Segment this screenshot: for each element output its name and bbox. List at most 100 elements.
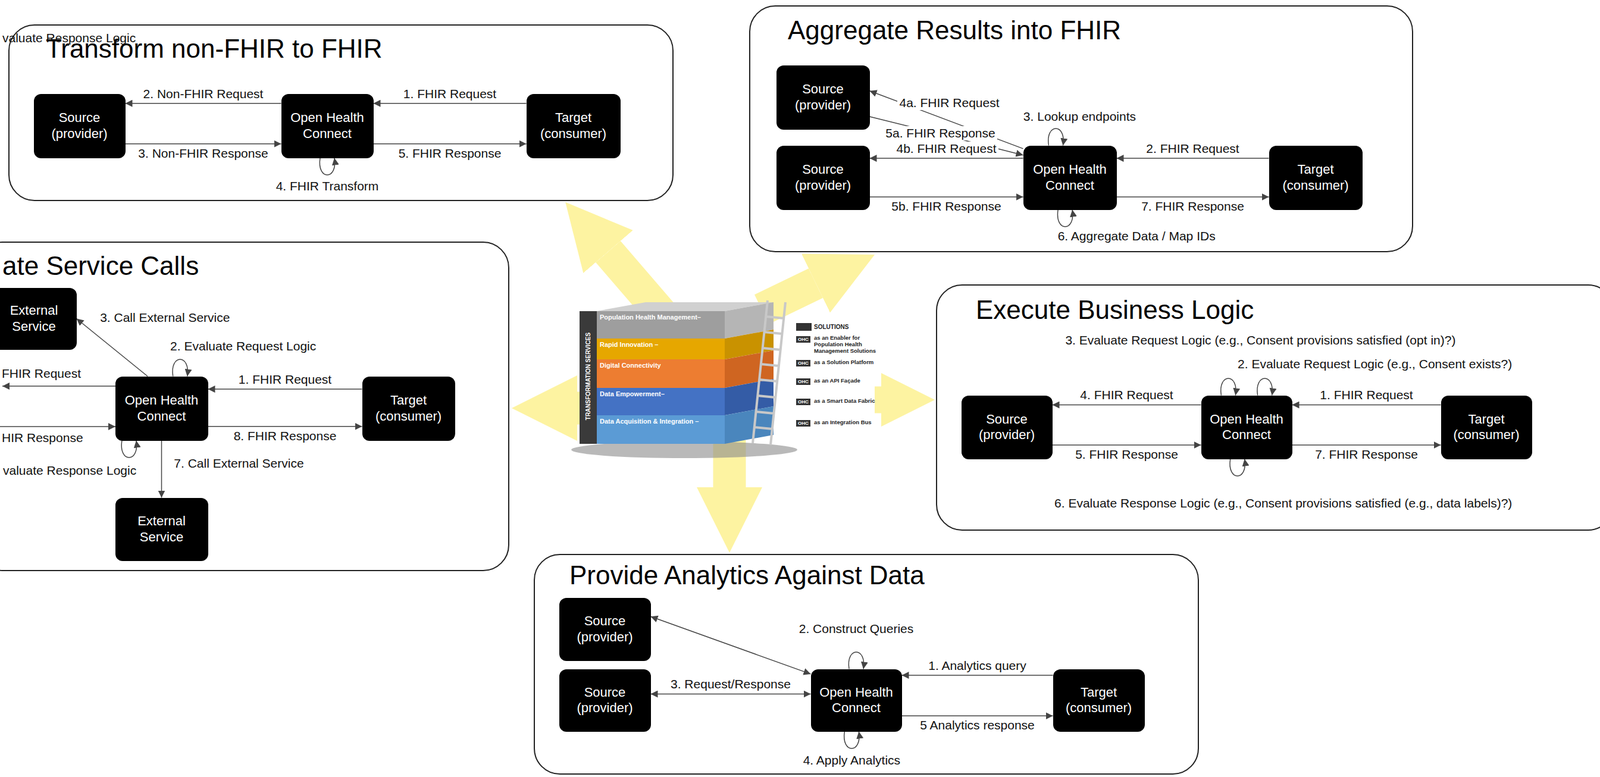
- box-text: Source (provider): [780, 161, 867, 194]
- process-box: Target (consumer): [1441, 395, 1533, 460]
- edge-label: 3. Call External Service: [98, 310, 232, 325]
- box-text: Source (provider): [780, 81, 867, 114]
- box-text: Target (consumer): [1444, 411, 1529, 444]
- panel-title: Provide Analytics Against Data: [569, 560, 925, 591]
- box-text: Open Health Connect: [119, 392, 205, 425]
- ohc-badge: OHC: [796, 378, 811, 385]
- edge-label: 2. Non-FHIR Request: [141, 86, 266, 102]
- process-box: Open Health Connect: [1023, 145, 1117, 211]
- process-box: External Service: [0, 287, 77, 350]
- edge-label: 1. FHIR Request: [1317, 387, 1415, 403]
- self-loop: [1057, 210, 1073, 228]
- connector: [125, 102, 282, 105]
- label-text: HIR Response: [1, 430, 84, 446]
- box-text: Source (provider): [965, 411, 1050, 444]
- stack-illustration: [571, 300, 812, 459]
- edge-label: 2. Evaluate Request Logic: [168, 339, 318, 354]
- process-box: Source (provider): [961, 395, 1053, 460]
- box-text: Target (consumer): [1056, 684, 1142, 717]
- edge-label: 3. Evaluate Request Logic (e.g., Consent…: [1063, 333, 1458, 348]
- ohc-badge: OHC: [796, 420, 811, 427]
- label-text: FHIR Request: [1, 366, 81, 381]
- box-text: External Service: [119, 513, 205, 546]
- self-loop: [172, 359, 188, 377]
- self-loop: [121, 440, 137, 459]
- edge-label: 4. Apply Analytics: [801, 753, 903, 768]
- scenario-panel: Provide Analytics Against DataSource (pr…: [533, 553, 1199, 775]
- box-text: Target (consumer): [365, 392, 452, 425]
- self-loop: [1257, 378, 1273, 396]
- offpage-wires: [0, 386, 116, 427]
- process-box: Source (provider): [33, 94, 126, 159]
- edge-label: 6. Evaluate Response Logic (e.g., Consen…: [1052, 496, 1514, 511]
- connector: [902, 674, 1054, 676]
- edge-label: 2. FHIR Request: [1144, 141, 1241, 156]
- connector: [902, 715, 1054, 717]
- label-text: as an Integration Bus: [813, 419, 879, 427]
- process-box: Open Health Connect: [281, 94, 374, 159]
- box-text: Target (consumer): [1272, 161, 1360, 194]
- connector: [125, 143, 282, 145]
- edge-label: 6. Aggregate Data / Map IDs: [1056, 229, 1218, 244]
- edge-label: 8. FHIR Response: [232, 429, 339, 444]
- process-box: Source (provider): [776, 145, 870, 211]
- connector: [208, 426, 363, 428]
- edge-label: 5a. FHIR Response: [883, 126, 997, 141]
- box-text: Open Health Connect: [814, 684, 899, 717]
- band-title: Rapid Innovation –: [599, 340, 659, 349]
- label-text: SOLUTIONS: [813, 323, 849, 331]
- edge-label: 1. FHIR Request: [236, 372, 334, 387]
- edge-label: valuate Response Logic: [1, 463, 139, 478]
- edge-label: 3. Non-FHIR Response: [136, 146, 270, 161]
- connector: [1116, 157, 1270, 159]
- box-text: Source (provider): [562, 613, 648, 645]
- connector: [373, 102, 527, 105]
- connector: [869, 157, 1024, 159]
- process-box: Source (provider): [559, 597, 651, 662]
- process-box: Source (provider): [776, 65, 870, 130]
- self-loop: [844, 731, 860, 750]
- self-loop: [848, 652, 864, 670]
- edge-label: 4. FHIR Transform: [274, 179, 381, 194]
- self-loop: [1229, 459, 1245, 477]
- box-text: External Service: [0, 302, 74, 335]
- connector: [869, 196, 1024, 198]
- connector: [650, 616, 812, 675]
- panel-title: Execute Business Logic: [975, 295, 1254, 325]
- scenario-panel: ate Service CallsExternal ServiceOpen He…: [0, 241, 510, 572]
- connector: [1292, 404, 1442, 406]
- edge-label: 5 Analytics response: [918, 718, 1037, 733]
- self-loop: [1048, 128, 1064, 146]
- edge-label: 7. FHIR Response: [1139, 199, 1246, 214]
- edge-label: 3. Request/Response: [668, 677, 793, 692]
- self-loop: [319, 158, 335, 176]
- panel-title: Aggregate Results into FHIR: [787, 15, 1122, 46]
- process-box: Target (consumer): [362, 376, 456, 441]
- ohc-badge: OHC: [796, 359, 811, 367]
- label-text: as an Enabler for Population Health Mana…: [813, 334, 879, 355]
- label-text: TRANSFORMATION SERVICES: [584, 311, 592, 443]
- connector: [1052, 444, 1202, 446]
- edge-label: 1. FHIR Request: [401, 86, 499, 102]
- band-title: Data Empowerment–: [599, 390, 665, 398]
- edge-label: 7. Call External Service: [171, 456, 306, 471]
- edge-label: 2. Evaluate Request Logic (e.g., Consent…: [1235, 357, 1514, 372]
- process-box: Open Health Connect: [115, 376, 209, 441]
- process-box: Target (consumer): [1269, 145, 1363, 211]
- panel-title: ate Service Calls: [2, 251, 199, 281]
- edge-label: 7. FHIR Response: [1313, 447, 1420, 462]
- edge-label: 5. FHIR Response: [1073, 447, 1180, 462]
- connector: [208, 388, 363, 390]
- edge-label: 4a. FHIR Request: [897, 95, 1001, 111]
- process-box: Open Health Connect: [1201, 395, 1293, 460]
- process-box: Target (consumer): [1053, 669, 1145, 732]
- scenario-panel: Transform non-FHIR to FHIRSource (provid…: [8, 24, 674, 202]
- connector: [161, 440, 163, 499]
- connector: [373, 143, 527, 145]
- connector: [1116, 196, 1270, 198]
- label-text: valuate Response Logic: [2, 30, 136, 46]
- band-title: Population Health Management–: [599, 313, 701, 321]
- edge-label: 4. FHIR Request: [1078, 387, 1175, 403]
- box-text: Target (consumer): [530, 110, 618, 142]
